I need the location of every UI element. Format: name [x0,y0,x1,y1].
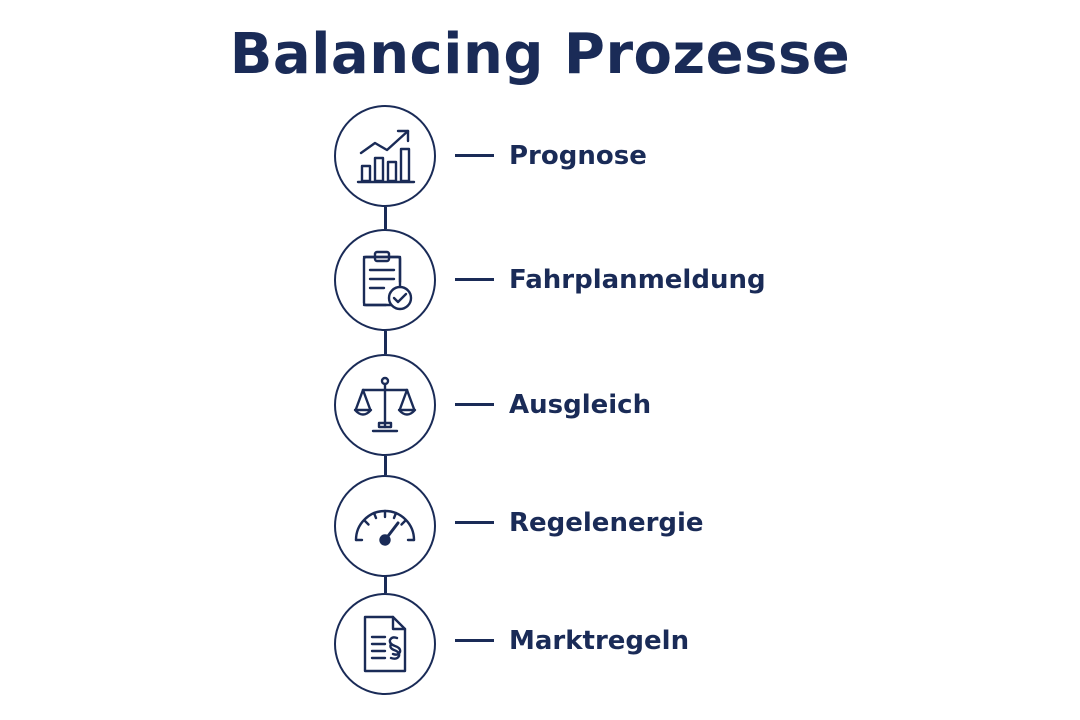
flow-connector [383,207,387,229]
step-label-regelenergie: Regelenergie [509,508,704,538]
step-circle-regelenergie [334,475,436,577]
step-circle-marktregeln [334,593,436,695]
page-title: Balancing Prozesse [229,22,851,87]
step-dash [455,154,494,157]
clipboard-check-icon [354,249,416,311]
step-label-prognose: Prognose [509,141,647,171]
step-circle-prognose [334,105,436,207]
step-dash [455,403,494,406]
step-label-marktregeln: Marktregeln [509,626,690,656]
step-dash [455,639,494,642]
step-label-fahrplanmeldung: Fahrplanmeldung [509,265,766,295]
step-circle-fahrplanmeldung [334,229,436,331]
legal-document-icon [355,613,415,675]
flow-connector [383,456,387,475]
step-dash [455,521,494,524]
flow-connector [383,575,387,593]
step-circle-ausgleich [334,354,436,456]
flow-connector [383,331,387,354]
balance-scale-icon [353,373,417,437]
step-label-ausgleich: Ausgleich [509,390,652,420]
gauge-icon [350,496,420,556]
chart-growth-icon [354,125,416,187]
step-dash [455,278,494,281]
